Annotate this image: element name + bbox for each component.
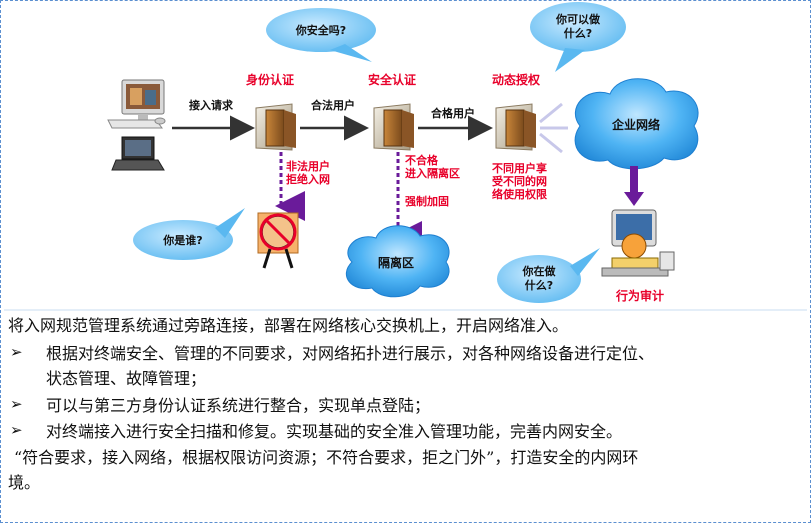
intro-text: 将入网规范管理系统通过旁路连接，部署在网络核心交换机上，开启网络准入。: [8, 316, 569, 335]
bubble-text: 你可以做: [555, 12, 601, 26]
bubble-are-you-safe: 你安全吗?: [266, 8, 376, 62]
stage-security-auth: 安全认证: [368, 72, 416, 87]
closing-line2: 境。: [8, 473, 41, 492]
label-refuse-access: 拒绝入网: [286, 172, 330, 186]
bubble-text: 你安全吗?: [295, 23, 346, 37]
bullet1-line2: 状态管理、故障管理；: [46, 369, 207, 388]
audited-user-icon: [601, 209, 675, 277]
authorization-fanout-arrows: [539, 102, 568, 154]
security-gate-icon: [373, 103, 414, 151]
label-access-request: 接入请求: [189, 98, 234, 112]
bullet3-text: 对终端接入进行安全扫描和修复。实现基础的安全准入管理功能，完善内网安全。: [46, 422, 623, 441]
isolation-zone-cloud: 隔离区: [345, 225, 450, 298]
identity-gate-icon: [255, 103, 296, 151]
bullet-marker: ➢: [10, 421, 23, 439]
bullet1-line1: 根据对终端安全、管理的不同要求，对网络拓扑进行展示，对各种网络设备进行定位、: [46, 344, 655, 363]
bubble-text: 什么?: [525, 278, 553, 292]
label-illegal-user: 非法用户: [286, 159, 330, 173]
label-different-rights-1: 不同用户享: [492, 161, 547, 175]
desktop-computer-icon: [107, 79, 166, 129]
bubble-text: 你是谁?: [162, 233, 202, 247]
enterprise-network-label: 企业网络: [611, 117, 660, 132]
bubble-what-doing: 你在做 什么?: [497, 248, 600, 303]
label-legal-user: 合法用户: [311, 98, 355, 112]
bubble-what-can-do: 你可以做 什么?: [530, 2, 626, 72]
forbidden-user-icon: [257, 212, 299, 269]
isolation-zone-label: 隔离区: [378, 255, 414, 270]
laptop-icon: [111, 136, 165, 171]
label-enter-isolation: 进入隔离区: [405, 166, 460, 180]
bubble-who-are-you: 你是谁?: [133, 208, 245, 260]
label-different-rights-3: 络使用权限: [492, 187, 547, 201]
bubble-text: 你在做: [522, 264, 557, 278]
bullet2-text: 可以与第三方身份认证系统进行整合，实现单点登陆；: [46, 396, 431, 415]
bullet-marker: ➢: [10, 395, 23, 413]
label-unqualified: 不合格: [405, 153, 439, 167]
behavior-audit-label: 行为审计: [615, 288, 664, 303]
stage-identity-auth: 身份认证: [246, 72, 294, 87]
authorization-gate-icon: [495, 103, 536, 151]
arrow-to-audit: [624, 166, 644, 206]
label-qualified-user: 合格用户: [431, 106, 475, 120]
bullet-marker: ➢: [10, 343, 23, 361]
label-different-rights-2: 受不同的网: [492, 174, 547, 188]
bubble-text: 什么?: [564, 26, 592, 40]
stage-dynamic-authz: 动态授权: [492, 72, 541, 87]
enterprise-network-cloud: 企业网络: [574, 78, 699, 170]
label-forced-hardening: 强制加固: [405, 194, 449, 208]
closing-line1: “符合要求，接入网络，根据权限访问资源；不符合要求，拒之门外”，打造安全的内网环: [14, 448, 639, 467]
